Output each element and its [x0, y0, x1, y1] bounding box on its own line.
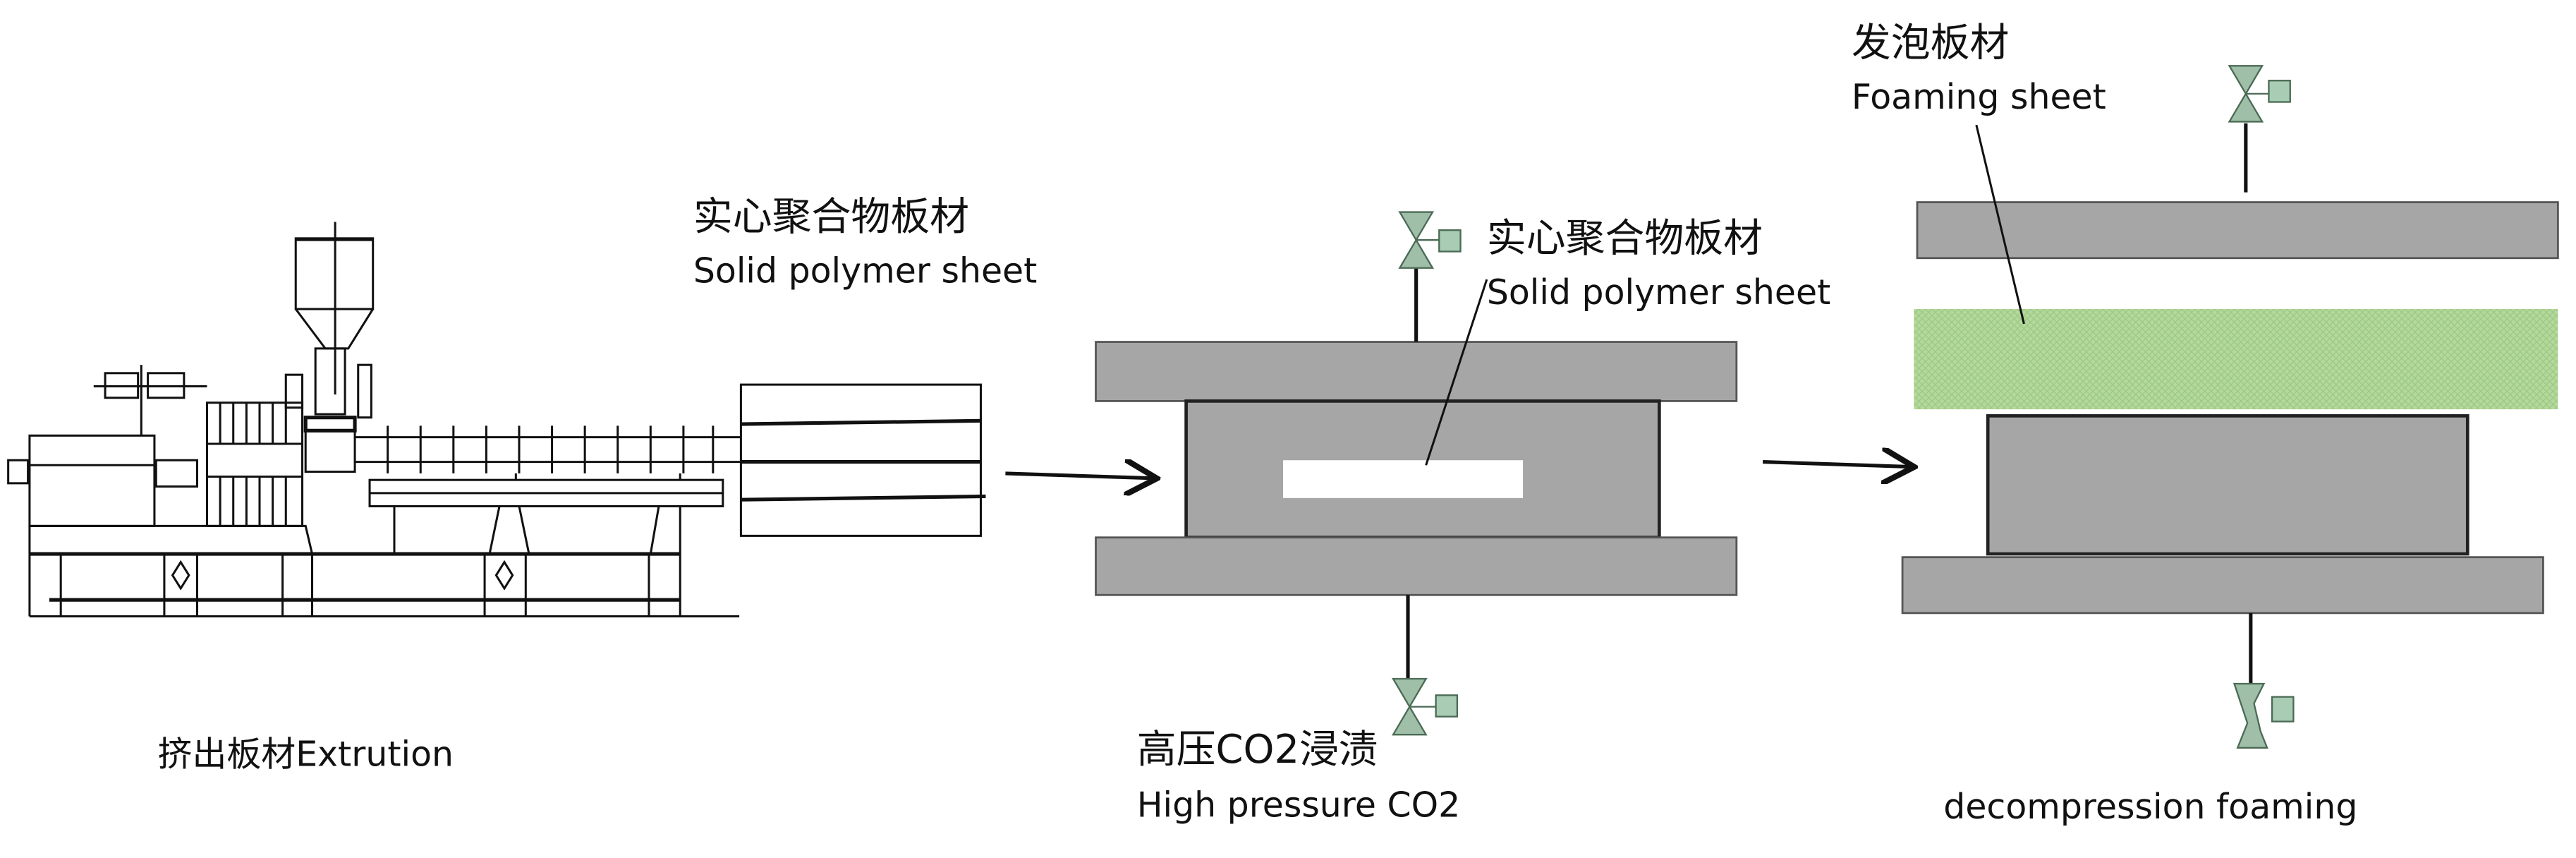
- solid-sheet: [1283, 460, 1524, 498]
- saturation-sheet-label-cn: 实心聚合物板材: [1487, 215, 1763, 261]
- foaming-label: decompression foaming: [1943, 787, 2357, 827]
- extruded-sheet-stack: [739, 383, 986, 537]
- bottom-plate: [1901, 556, 2544, 615]
- saturation-sheet-label-en: Solid polymer sheet: [1487, 272, 1830, 313]
- foaming-mold: [1901, 123, 2559, 684]
- saturation-label-en: High pressure CO2: [1137, 785, 1460, 826]
- saturation-mold: [1095, 266, 1738, 679]
- leader-line: [1425, 279, 1488, 466]
- open-valve-icon: [2232, 682, 2295, 749]
- solid-sheet-label-en: Solid polymer sheet: [693, 251, 1037, 291]
- foaming-sheet-label-cn: 发泡板材: [1852, 20, 2010, 66]
- top-plate: [1095, 341, 1738, 402]
- extruder-machine: [7, 222, 741, 618]
- saturation-label-cn: 高压CO2浸渍: [1137, 727, 1378, 773]
- mold-core: [1986, 414, 2469, 556]
- foaming-sheet-label-en: Foaming sheet: [1852, 77, 2106, 117]
- top-plate: [1916, 201, 2559, 260]
- valve-icon: [2228, 65, 2291, 123]
- foamed-sheet: [1914, 308, 2558, 410]
- arrow-icon: [1005, 473, 1153, 478]
- arrow-icon: [1763, 462, 1911, 467]
- bottom-plate: [1095, 536, 1738, 596]
- valve-icon: [1398, 211, 1462, 269]
- extrusion-label: 挤出板材Extrution: [158, 734, 454, 774]
- solid-sheet-label-cn: 实心聚合物板材: [693, 194, 969, 240]
- valve-icon: [1392, 677, 1459, 736]
- leader-line: [1975, 124, 2025, 325]
